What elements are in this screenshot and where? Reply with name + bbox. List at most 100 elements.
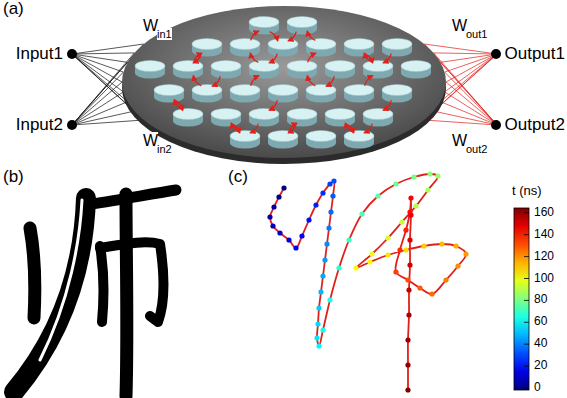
resonator (382, 85, 412, 103)
time-sample (463, 251, 468, 256)
time-sample (316, 343, 321, 348)
terminal-node: Output2 (491, 116, 566, 135)
resonator (344, 39, 374, 57)
colorbar-tick (524, 388, 529, 389)
panel-label: (b) (3, 168, 24, 187)
time-sample (443, 277, 448, 282)
time-sample (453, 243, 458, 248)
resonator (154, 85, 184, 103)
time-sample (320, 327, 325, 332)
input-weight-line (72, 111, 134, 125)
time-sample (405, 277, 410, 282)
time-sample (411, 174, 416, 179)
panel-label: (c) (228, 168, 248, 187)
coupling-arrow (193, 76, 201, 86)
resonator (211, 61, 241, 79)
time-sample (270, 223, 275, 228)
colorbar-tick (524, 234, 529, 235)
time-sample (315, 321, 320, 326)
resonator (325, 61, 355, 79)
time-sample (267, 214, 272, 219)
output-weight-line (446, 54, 497, 82)
time-sample (408, 195, 413, 200)
time-sample (399, 219, 404, 224)
resonator (306, 85, 336, 103)
coupling-arrow (250, 124, 258, 133)
input-weight-line (72, 54, 123, 92)
time-sample (286, 237, 291, 242)
resonator (287, 109, 317, 127)
terminal-node: Output1 (491, 45, 566, 64)
resonator (268, 39, 298, 57)
tick-label: 0 (534, 381, 541, 394)
time-sample (413, 203, 418, 208)
resonator (230, 39, 260, 57)
time-sample (320, 190, 325, 195)
time-sample (425, 187, 430, 192)
resonator (230, 131, 260, 149)
reservoir-disk (122, 6, 446, 158)
coupling-arrow (326, 76, 334, 86)
coupling-arrow (383, 54, 391, 63)
coupling-arrow (307, 31, 315, 40)
coupling-arrow (288, 32, 296, 41)
terminal-dot (491, 49, 501, 59)
tick-label: 120 (534, 250, 554, 263)
input-weight-line (72, 72, 123, 125)
coupling-arrow (269, 100, 277, 110)
tick-label: 160 (534, 206, 554, 219)
time-sample (331, 178, 336, 183)
time-sample (369, 251, 374, 256)
weight-label: out1 (466, 28, 487, 40)
time-sample (439, 241, 444, 246)
resonator (173, 61, 203, 79)
output-weight-line (445, 92, 497, 125)
coupling-arrow (269, 54, 277, 63)
time-sample (375, 193, 380, 198)
input-weight-line (72, 54, 122, 82)
time-sample (320, 273, 325, 278)
weight-label: out2 (466, 143, 487, 155)
time-sample (421, 243, 426, 248)
time-sample (318, 289, 323, 294)
time-sample (322, 257, 327, 262)
time-sample (407, 237, 412, 242)
output-weight-line (445, 72, 497, 125)
resonator (249, 61, 279, 79)
trajectory-plot (267, 171, 468, 392)
time-sample (336, 265, 341, 270)
resonator (173, 109, 203, 127)
time-sample (408, 212, 413, 217)
input-weight-line (72, 92, 123, 125)
time-sample (435, 173, 440, 178)
time-sample (314, 335, 319, 340)
coupling-arrow (345, 123, 353, 132)
time-sample (393, 181, 398, 186)
time-sample (455, 263, 460, 268)
coupling-arrow (175, 100, 183, 110)
weight-label: in1 (157, 28, 172, 40)
coupling-arrow (174, 100, 182, 110)
coupling-arrow (365, 54, 373, 63)
resonator (325, 109, 355, 127)
time-sample (385, 235, 390, 240)
resonators (135, 17, 431, 149)
terminal-label: Output1 (505, 45, 566, 64)
terminal-node: Input2 (16, 116, 77, 135)
time-sample (271, 204, 276, 209)
tick-label: 20 (534, 359, 547, 372)
resonator (363, 61, 393, 79)
terminal-label: Input1 (16, 45, 63, 64)
weight-label: W (143, 17, 158, 35)
output-weight-line (446, 82, 497, 125)
panel-label: (a) (3, 0, 24, 19)
tick-label: 40 (534, 337, 547, 350)
terminal-label: Input2 (16, 116, 63, 135)
resonator (135, 61, 165, 79)
resonator (192, 39, 222, 57)
resonator (344, 85, 374, 103)
trajectory-line (270, 174, 466, 390)
coupling-arrow (250, 53, 258, 62)
coupling-arrow (383, 100, 391, 110)
colorbar-ticks (524, 213, 529, 388)
